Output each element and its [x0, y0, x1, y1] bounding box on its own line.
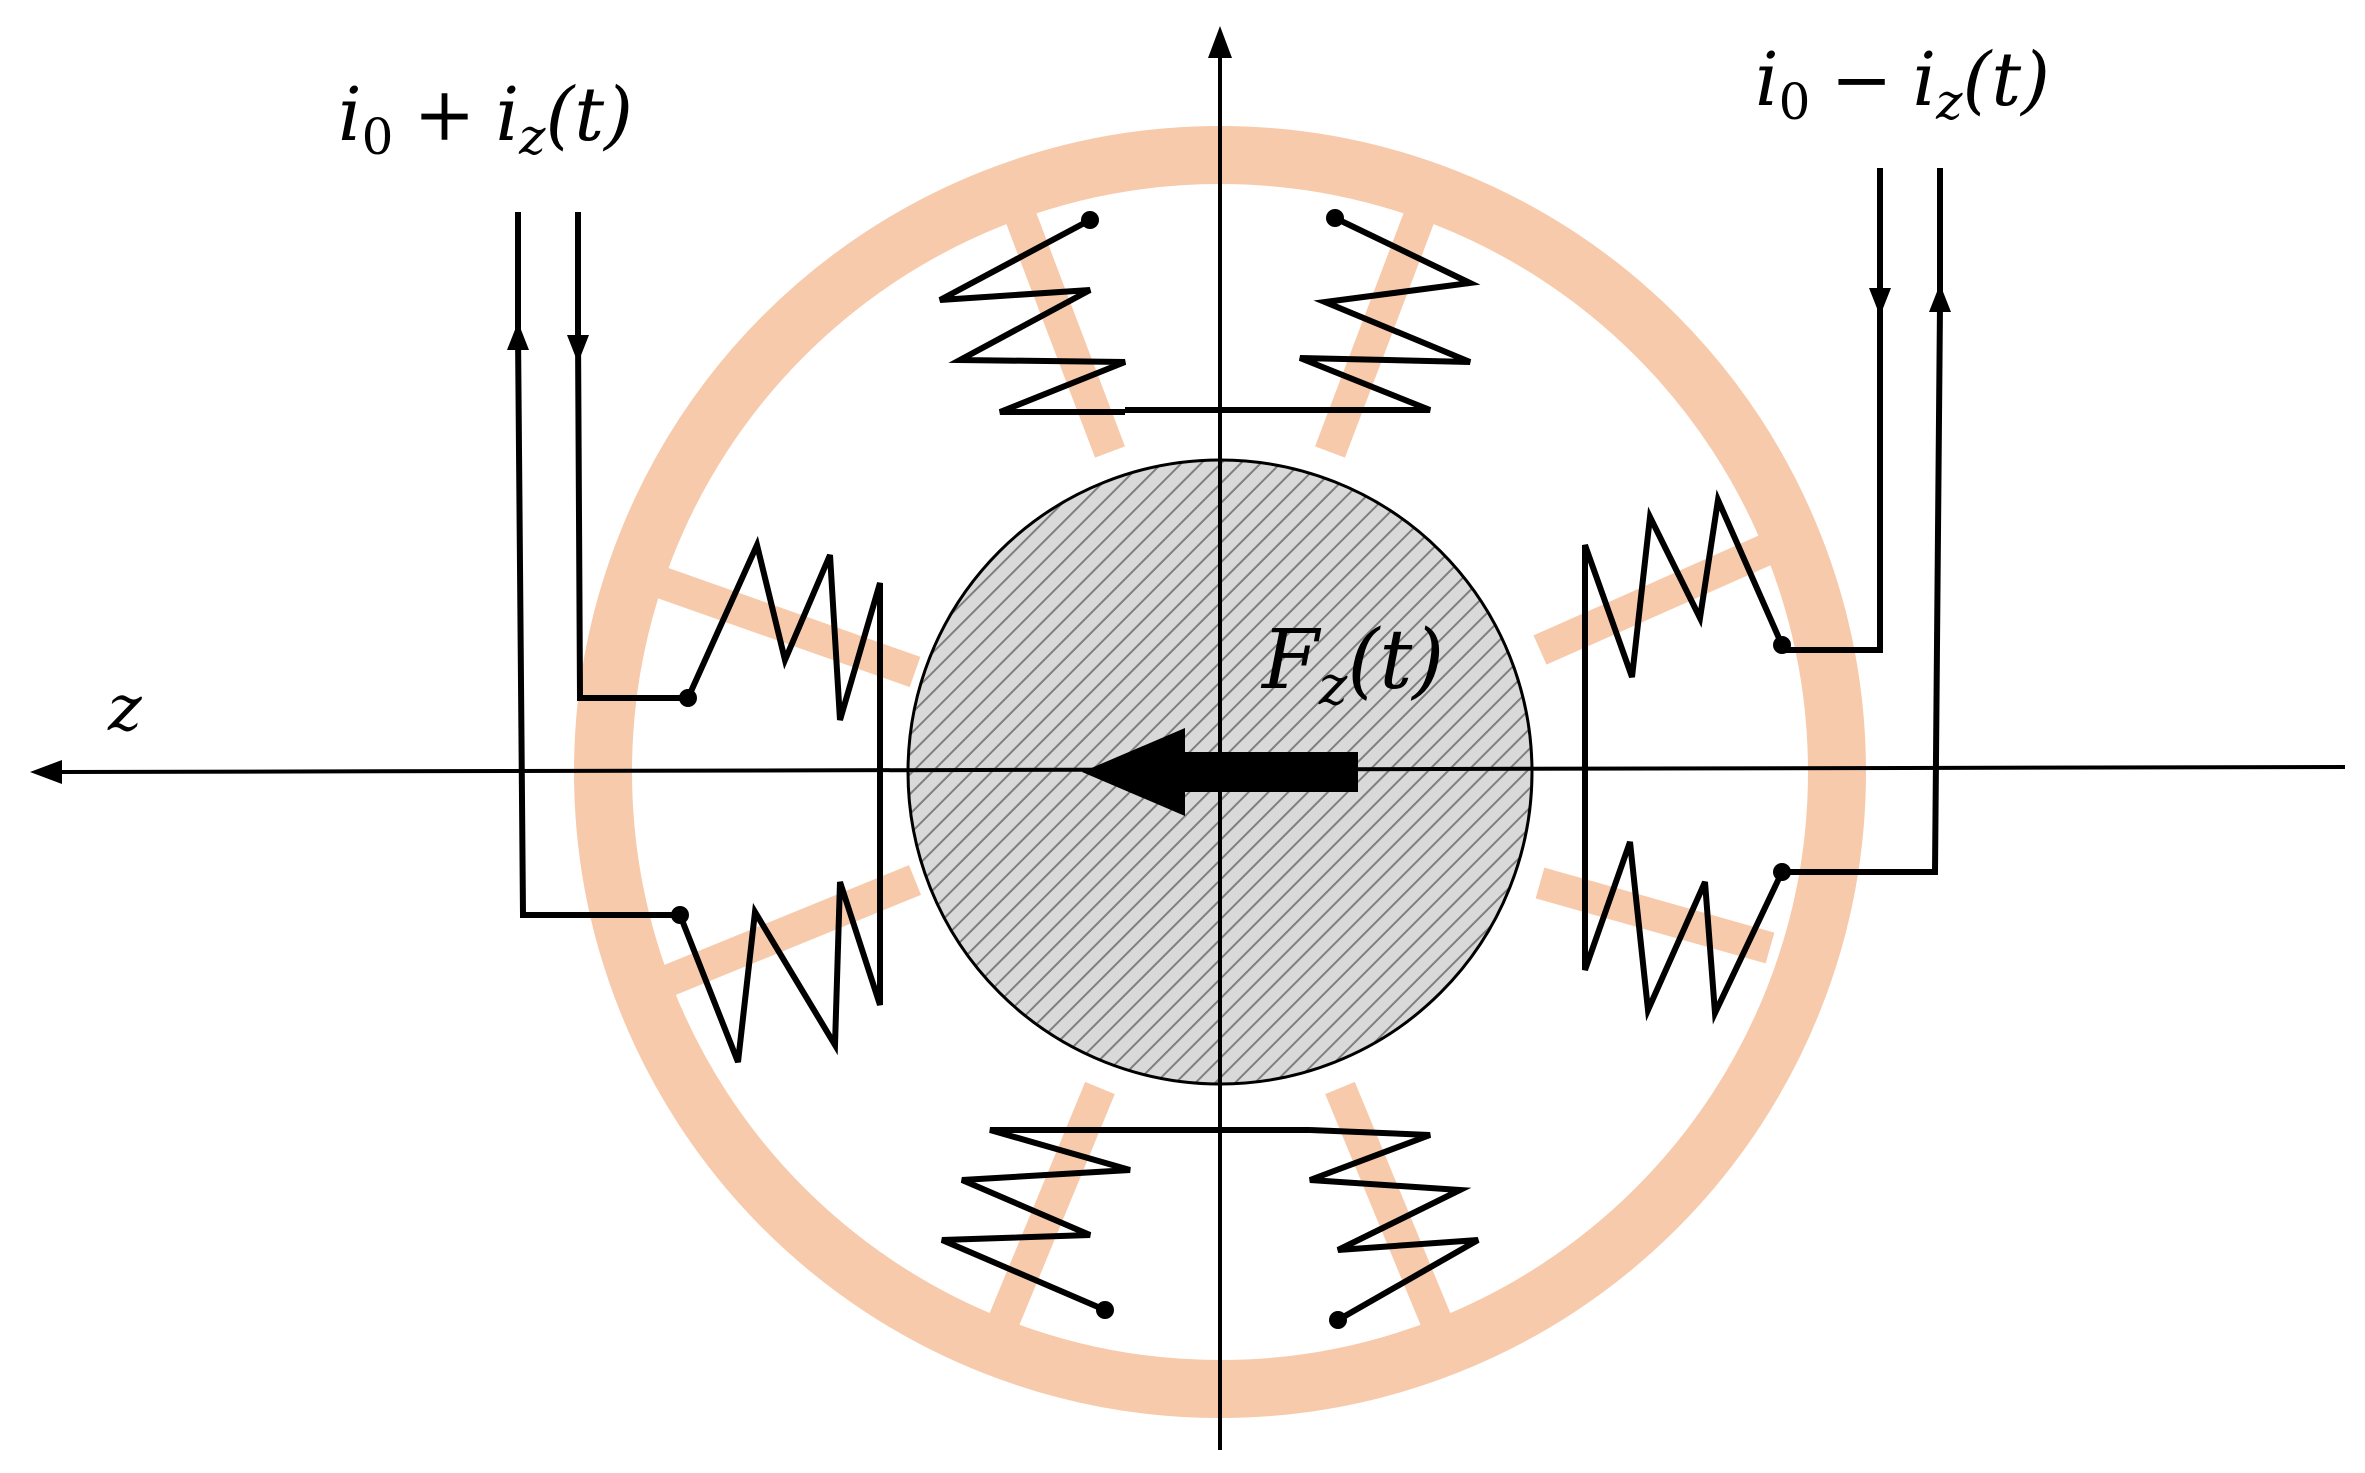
coil-upper-right	[1125, 209, 1481, 413]
coil-lower-right	[1308, 1127, 1480, 1329]
pole-lower-left	[985, 1081, 1115, 1337]
z-axis-arrowhead	[30, 760, 62, 784]
pole-right-upper	[1533, 533, 1777, 665]
pole-left-lower	[658, 865, 922, 997]
arrow-up-left	[507, 322, 529, 350]
coil-left-lower	[671, 881, 883, 1064]
coil-upper-left	[938, 211, 1127, 415]
current-label-right: i0−iz(t)	[1755, 37, 2050, 131]
current-label-left: i0+iz(t)	[338, 72, 633, 166]
vertical-axis-arrowhead	[1208, 26, 1232, 58]
leads-left	[507, 212, 688, 918]
arrow-up-right	[1929, 284, 1951, 312]
pole-left-upper	[654, 566, 921, 688]
pole-lower-right	[1325, 1081, 1455, 1337]
force-arrow	[1082, 728, 1358, 816]
coil-right-lower	[1582, 841, 1791, 1025]
arrow-down-right	[1869, 288, 1891, 316]
leads-right	[1782, 168, 1951, 875]
force-label: Fz(t)	[1260, 613, 1444, 717]
z-axis-label: z	[107, 672, 143, 746]
arrow-down-left	[567, 335, 589, 363]
pole-right-lower	[1535, 867, 1775, 964]
coil-lower-left	[940, 1127, 1310, 1319]
